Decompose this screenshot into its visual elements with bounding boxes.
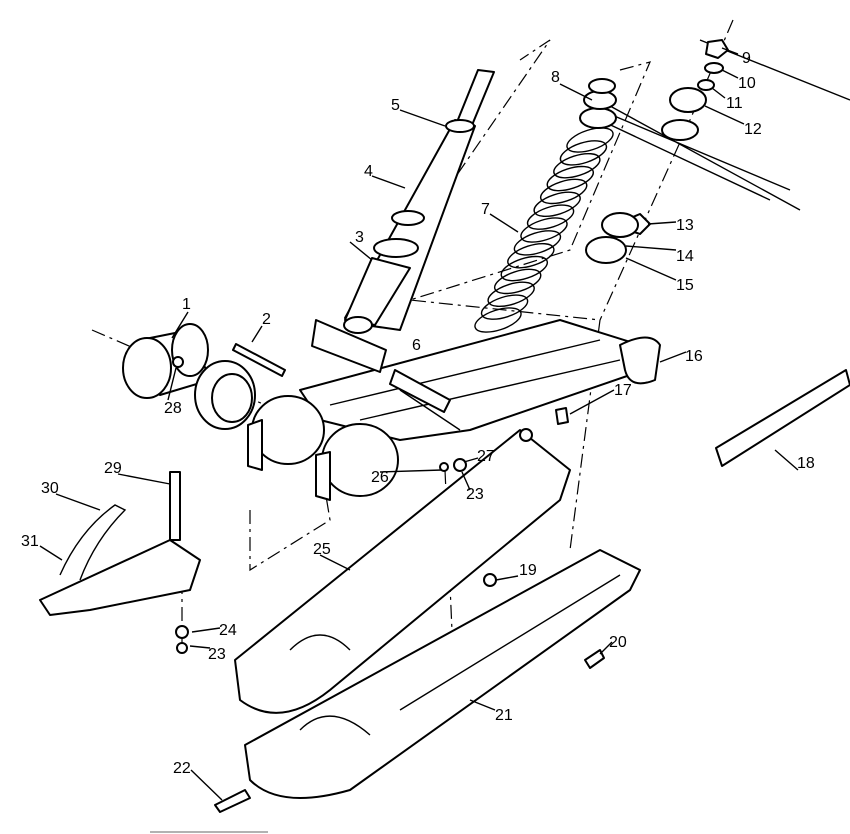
spring-coil	[493, 268, 542, 295]
callout-18: 18	[797, 455, 815, 472]
spring-coil	[480, 294, 529, 320]
frame-rail	[589, 39, 850, 211]
callout-16: 16	[685, 348, 703, 365]
callout-17: 17	[614, 382, 632, 399]
spring-coil	[487, 281, 535, 308]
callout-23b: 23	[208, 646, 226, 663]
callout-labels: 1 2 3 4 5 6 7 8 9 10 11 12 13 14 15 16 1…	[21, 50, 815, 777]
callout-21: 21	[495, 707, 513, 724]
callout-24: 24	[219, 622, 237, 639]
callout-6: 6	[412, 337, 421, 354]
callout-8: 8	[551, 69, 560, 86]
spring-coil	[507, 242, 555, 269]
callout-28: 28	[164, 400, 182, 417]
spring-coil	[513, 230, 562, 256]
spring-coil	[546, 165, 595, 192]
square-tube	[715, 369, 850, 467]
callout-5: 5	[391, 97, 400, 114]
callout-23a: 23	[466, 486, 484, 503]
callout-27: 27	[477, 448, 495, 465]
callout-22: 22	[173, 760, 191, 777]
callout-25: 25	[313, 541, 331, 558]
spring-coil	[566, 127, 614, 153]
pivot-bushings	[122, 323, 256, 430]
callout-19: 19	[519, 562, 537, 579]
spring-coil	[526, 204, 575, 230]
callout-14: 14	[676, 248, 694, 265]
callout-31: 31	[21, 533, 39, 550]
callout-30: 30	[41, 480, 59, 497]
chain-case	[234, 429, 571, 714]
small-hardware	[175, 407, 605, 813]
spring-coil	[539, 178, 588, 205]
lower-case	[244, 549, 641, 799]
callout-4: 4	[364, 163, 373, 180]
bolt	[232, 343, 286, 377]
callout-10: 10	[738, 75, 756, 92]
spring-coil	[474, 307, 522, 333]
callout-3: 3	[355, 229, 364, 246]
spring-coil	[533, 191, 581, 218]
callout-7: 7	[481, 201, 490, 218]
callout-29: 29	[104, 460, 122, 477]
callout-1: 1	[182, 296, 191, 313]
leader-lines	[39, 47, 799, 801]
callout-12: 12	[744, 121, 762, 138]
spring-coil	[520, 217, 568, 243]
callout-9: 9	[742, 50, 751, 67]
callout-26: 26	[371, 469, 389, 486]
bracket	[39, 471, 201, 616]
swing-arm	[247, 319, 661, 501]
spring-coil	[553, 152, 601, 179]
spring-coil	[500, 255, 549, 282]
spring-coil	[559, 140, 608, 166]
shock-spring	[474, 78, 617, 333]
callout-11: 11	[726, 95, 743, 112]
callout-13: 13	[676, 217, 694, 234]
hardware-stack	[585, 39, 729, 264]
shock-shaft	[343, 69, 495, 334]
callout-20: 20	[609, 634, 627, 651]
callout-2: 2	[262, 311, 271, 328]
callout-15: 15	[676, 277, 694, 294]
